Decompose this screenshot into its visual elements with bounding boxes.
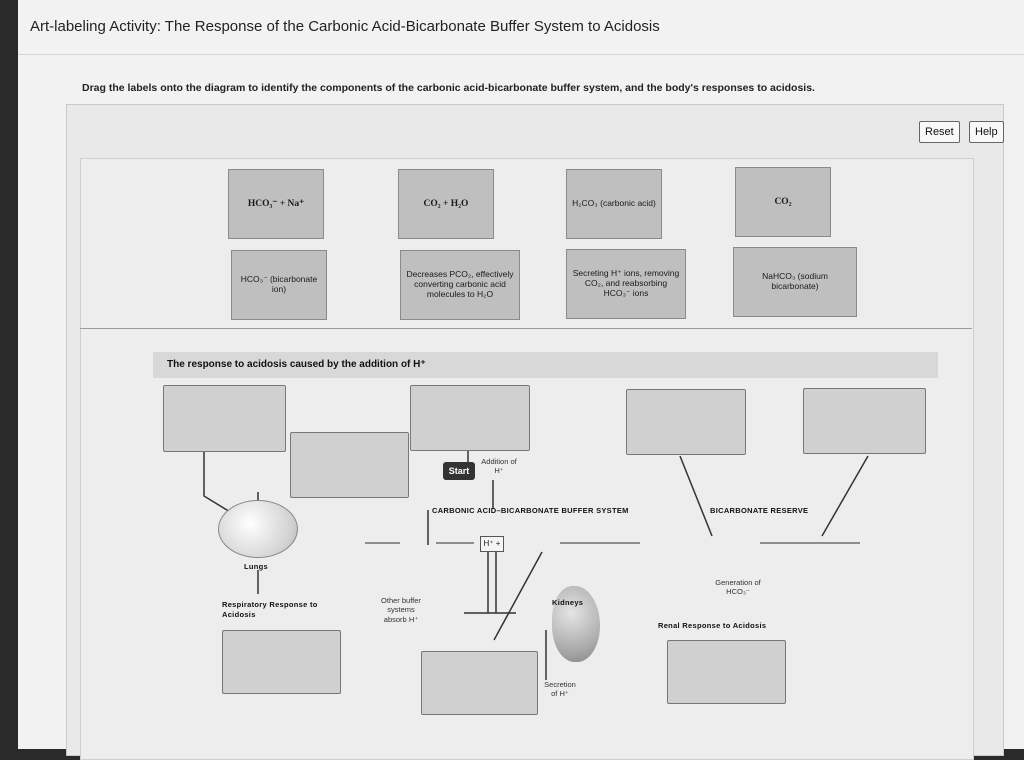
- drop-target-5[interactable]: [803, 388, 926, 454]
- drop-target-4[interactable]: [626, 389, 746, 455]
- reset-button[interactable]: Reset: [919, 121, 960, 143]
- drop-target-2[interactable]: [290, 432, 409, 498]
- buffer-system-label: CARBONIC ACID–BICARBONATE BUFFER SYSTEM: [432, 506, 629, 515]
- start-badge: Start: [443, 462, 475, 480]
- label-co2-water[interactable]: CO₂ + H₂O: [398, 169, 494, 239]
- label-sodium-bicarbonate[interactable]: NaHCO₃ (sodium bicarbonate): [733, 247, 857, 317]
- label-secreting-h-ions[interactable]: Secreting H⁺ ions, removing CO₂, and rea…: [566, 249, 686, 319]
- drop-target-7[interactable]: [421, 651, 538, 715]
- renal-response-label: Renal Response to Acidosis: [658, 621, 767, 630]
- drop-target-8[interactable]: [667, 640, 786, 704]
- label-co2[interactable]: CO₂: [735, 167, 831, 237]
- lungs-label: Lungs: [244, 562, 268, 571]
- drop-target-3[interactable]: [410, 385, 530, 451]
- drop-target-6[interactable]: [222, 630, 341, 694]
- other-buffers-label: Other buffer systems absorb H⁺: [381, 596, 421, 624]
- generation-label: Generation of HCO₃⁻: [715, 578, 761, 597]
- label-carbonic-acid[interactable]: H₂CO₃ (carbonic acid): [566, 169, 662, 239]
- diagram-header: The response to acidosis caused by the a…: [153, 352, 938, 378]
- label-decreases-pco2[interactable]: Decreases PCO₂, effectively converting c…: [400, 250, 520, 320]
- kidneys-label: Kidneys: [552, 598, 584, 607]
- label-bicarbonate-sodium[interactable]: HCO₃⁻ + Na⁺: [228, 169, 324, 239]
- lungs-icon: [218, 500, 298, 558]
- label-bank-divider: [80, 328, 972, 329]
- drop-target-1[interactable]: [163, 385, 286, 452]
- page-title: Art-labeling Activity: The Response of t…: [30, 18, 660, 35]
- title-divider: [18, 54, 1024, 55]
- bicarbonate-reserve-label: BICARBONATE RESERVE: [710, 506, 809, 515]
- h-plus-label: H⁺ +: [480, 536, 504, 552]
- label-bicarbonate-ion[interactable]: HCO₃⁻ (bicarbonate ion): [231, 250, 327, 320]
- instructions-text: Drag the labels onto the diagram to iden…: [82, 82, 815, 94]
- secretion-label: Secretion of H⁺: [544, 680, 576, 699]
- respiratory-response-label: Respiratory Response to Acidosis: [222, 600, 318, 620]
- kidney-icon: [552, 586, 600, 662]
- addition-label: Addition of H⁺: [481, 457, 517, 476]
- help-button[interactable]: Help: [969, 121, 1004, 143]
